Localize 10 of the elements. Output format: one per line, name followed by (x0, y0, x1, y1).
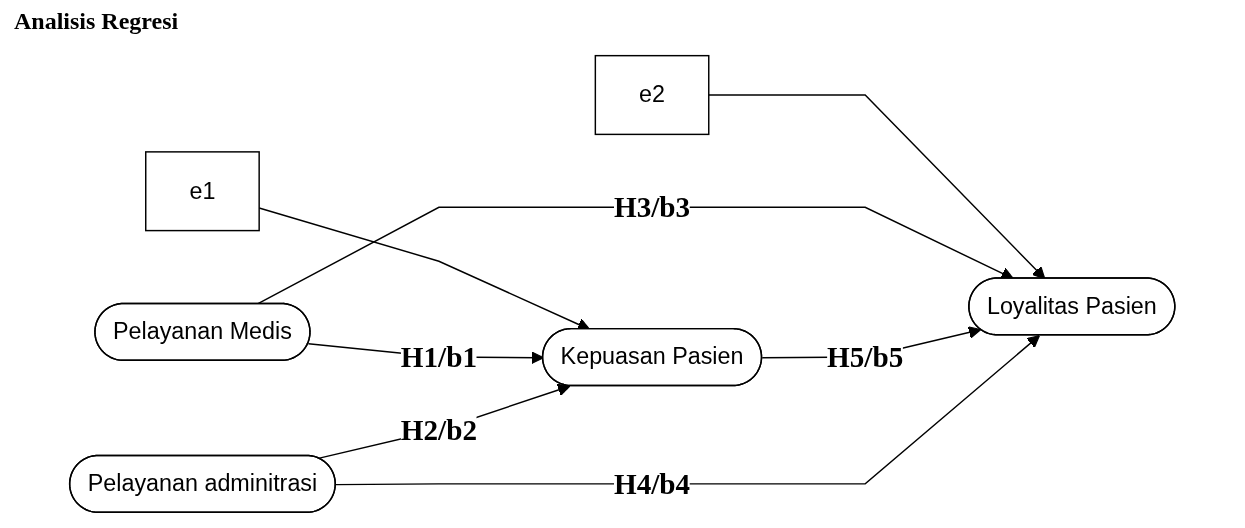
edge-label: H1/b1 (401, 341, 478, 374)
node-box: e2 (594, 54, 710, 136)
node-box: e1 (145, 151, 261, 232)
edge-label: H3/b3 (614, 191, 691, 224)
diagram-title: Analisis Regresi (14, 8, 179, 35)
edge-label: H2/b2 (401, 413, 478, 446)
edge-label: H5/b5 (827, 341, 904, 374)
arrow (335, 335, 1041, 486)
arrow (256, 206, 1015, 305)
edge-label: H4/b4 (614, 467, 691, 500)
